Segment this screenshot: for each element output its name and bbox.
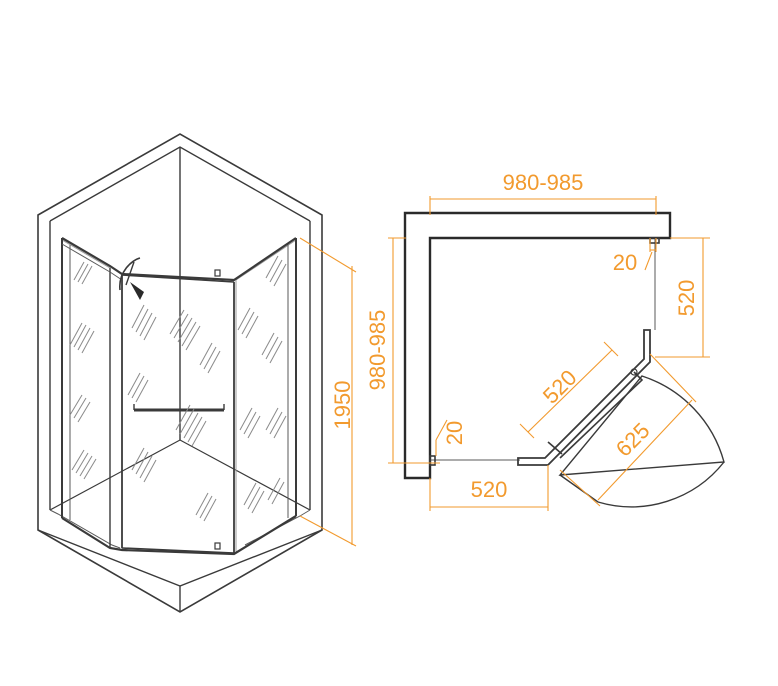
top-width-dimension: 980-985 xyxy=(429,170,657,215)
right-offset-label: 20 xyxy=(613,250,637,275)
walls-outline xyxy=(37,133,323,613)
door-swing-arc xyxy=(558,375,725,508)
height-label: 1950 xyxy=(330,381,355,430)
top-width-label: 980-985 xyxy=(503,170,584,195)
glass-reflection-hatch xyxy=(69,255,287,522)
isometric-view: 1950 xyxy=(37,133,357,613)
plan-view: 980-985 980-985 20 520 20 xyxy=(365,170,725,511)
door-swing-label: 625 xyxy=(611,418,655,462)
right-panel-label: 520 xyxy=(674,280,699,317)
left-offset-dimension: 20 xyxy=(435,419,467,456)
height-dimension: 1950 xyxy=(299,237,357,547)
right-offset-dimension: 20 xyxy=(613,238,657,275)
plan-glass xyxy=(429,237,660,466)
diagonal-panel-label: 520 xyxy=(538,365,582,409)
left-offset-label: 20 xyxy=(442,421,467,445)
glass-panels xyxy=(61,237,297,556)
left-depth-dimension: 980-985 xyxy=(365,237,440,464)
right-panel-dimension: 520 xyxy=(655,237,710,358)
bottom-panel-label: 520 xyxy=(471,477,508,502)
door-swing-dimension: 625 xyxy=(559,353,697,507)
plan-walls xyxy=(403,211,672,480)
left-depth-label: 980-985 xyxy=(365,310,390,391)
curved-arrow-icon xyxy=(119,257,144,300)
bottom-panel-dimension: 520 xyxy=(429,465,549,511)
